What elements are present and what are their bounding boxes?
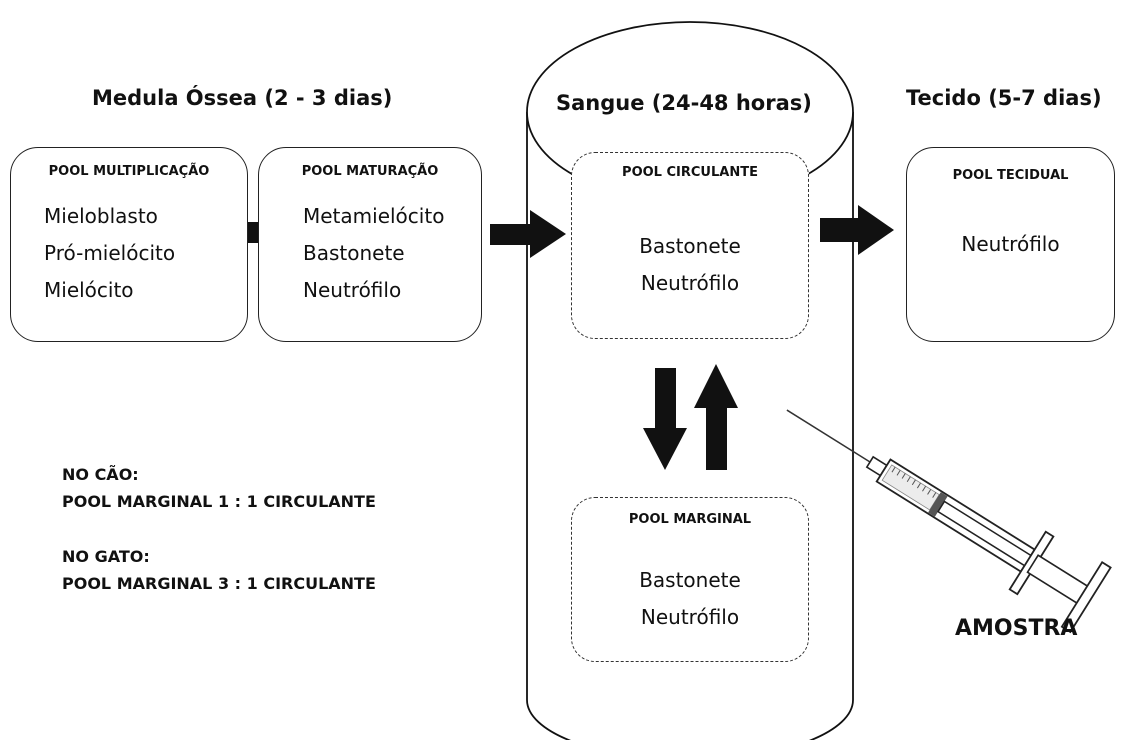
cell-item: Pró-mielócito [44,241,176,265]
blood-heading: Sangue (24-48 horas) [556,91,812,115]
circulating-pool-title: POOL CIRCULANTE [622,165,758,180]
cat-note: NO GATO: POOL MARGINAL 3 : 1 CIRCULANTE [62,543,376,597]
tissue-heading: Tecido (5-7 dias) [906,86,1102,110]
cell-item: Neutrófilo [961,232,1060,256]
cell-item: Mielócito [44,278,134,302]
right-arrow-icon [490,210,566,258]
cell-item: Neutrófilo [640,605,740,629]
cell-item: Bastonete [639,568,741,592]
right-arrow-icon [820,205,894,255]
maturation-pool-title: POOL MATURAÇÃO [301,164,439,179]
multiplication-pool-title: POOL MULTIPLICAÇÃO [48,164,210,179]
dog-note-ratio: POOL MARGINAL 1 : 1 CIRCULANTE [62,492,376,511]
tissue-pool-box: POOL TECIDUAL Neutrófilo [906,147,1115,342]
cell-item: Bastonete [639,234,741,258]
marginal-pool-title: POOL MARGINAL [628,512,752,527]
cell-item: Neutrófilo [640,271,740,295]
maturation-pool-box: POOL MATURAÇÃO Metamielócito Bastonete N… [258,147,482,342]
dog-note: NO CÃO: POOL MARGINAL 1 : 1 CIRCULANTE [62,461,376,515]
cell-item: Neutrófilo [303,278,402,302]
circulating-pool-box: POOL CIRCULANTE Bastonete Neutrófilo [571,152,809,339]
dog-note-label: NO CÃO: [62,465,139,484]
cat-note-label: NO GATO: [62,547,150,566]
up-down-arrows-icon [643,364,738,470]
cell-item: Mieloblasto [44,204,158,228]
cat-note-ratio: POOL MARGINAL 3 : 1 CIRCULANTE [62,574,376,593]
cell-item: Metamielócito [303,204,445,228]
multiplication-pool-box: POOL MULTIPLICAÇÃO Mieloblasto Pró-mieló… [10,147,248,342]
sample-label: AMOSTRA [955,616,1078,641]
marginal-pool-box: POOL MARGINAL Bastonete Neutrófilo [571,497,809,662]
cell-item: Bastonete [303,241,405,265]
bone-marrow-heading: Medula Óssea (2 - 3 dias) [92,86,393,110]
tissue-pool-title: POOL TECIDUAL [952,168,1069,183]
syringe-icon [786,409,1112,634]
